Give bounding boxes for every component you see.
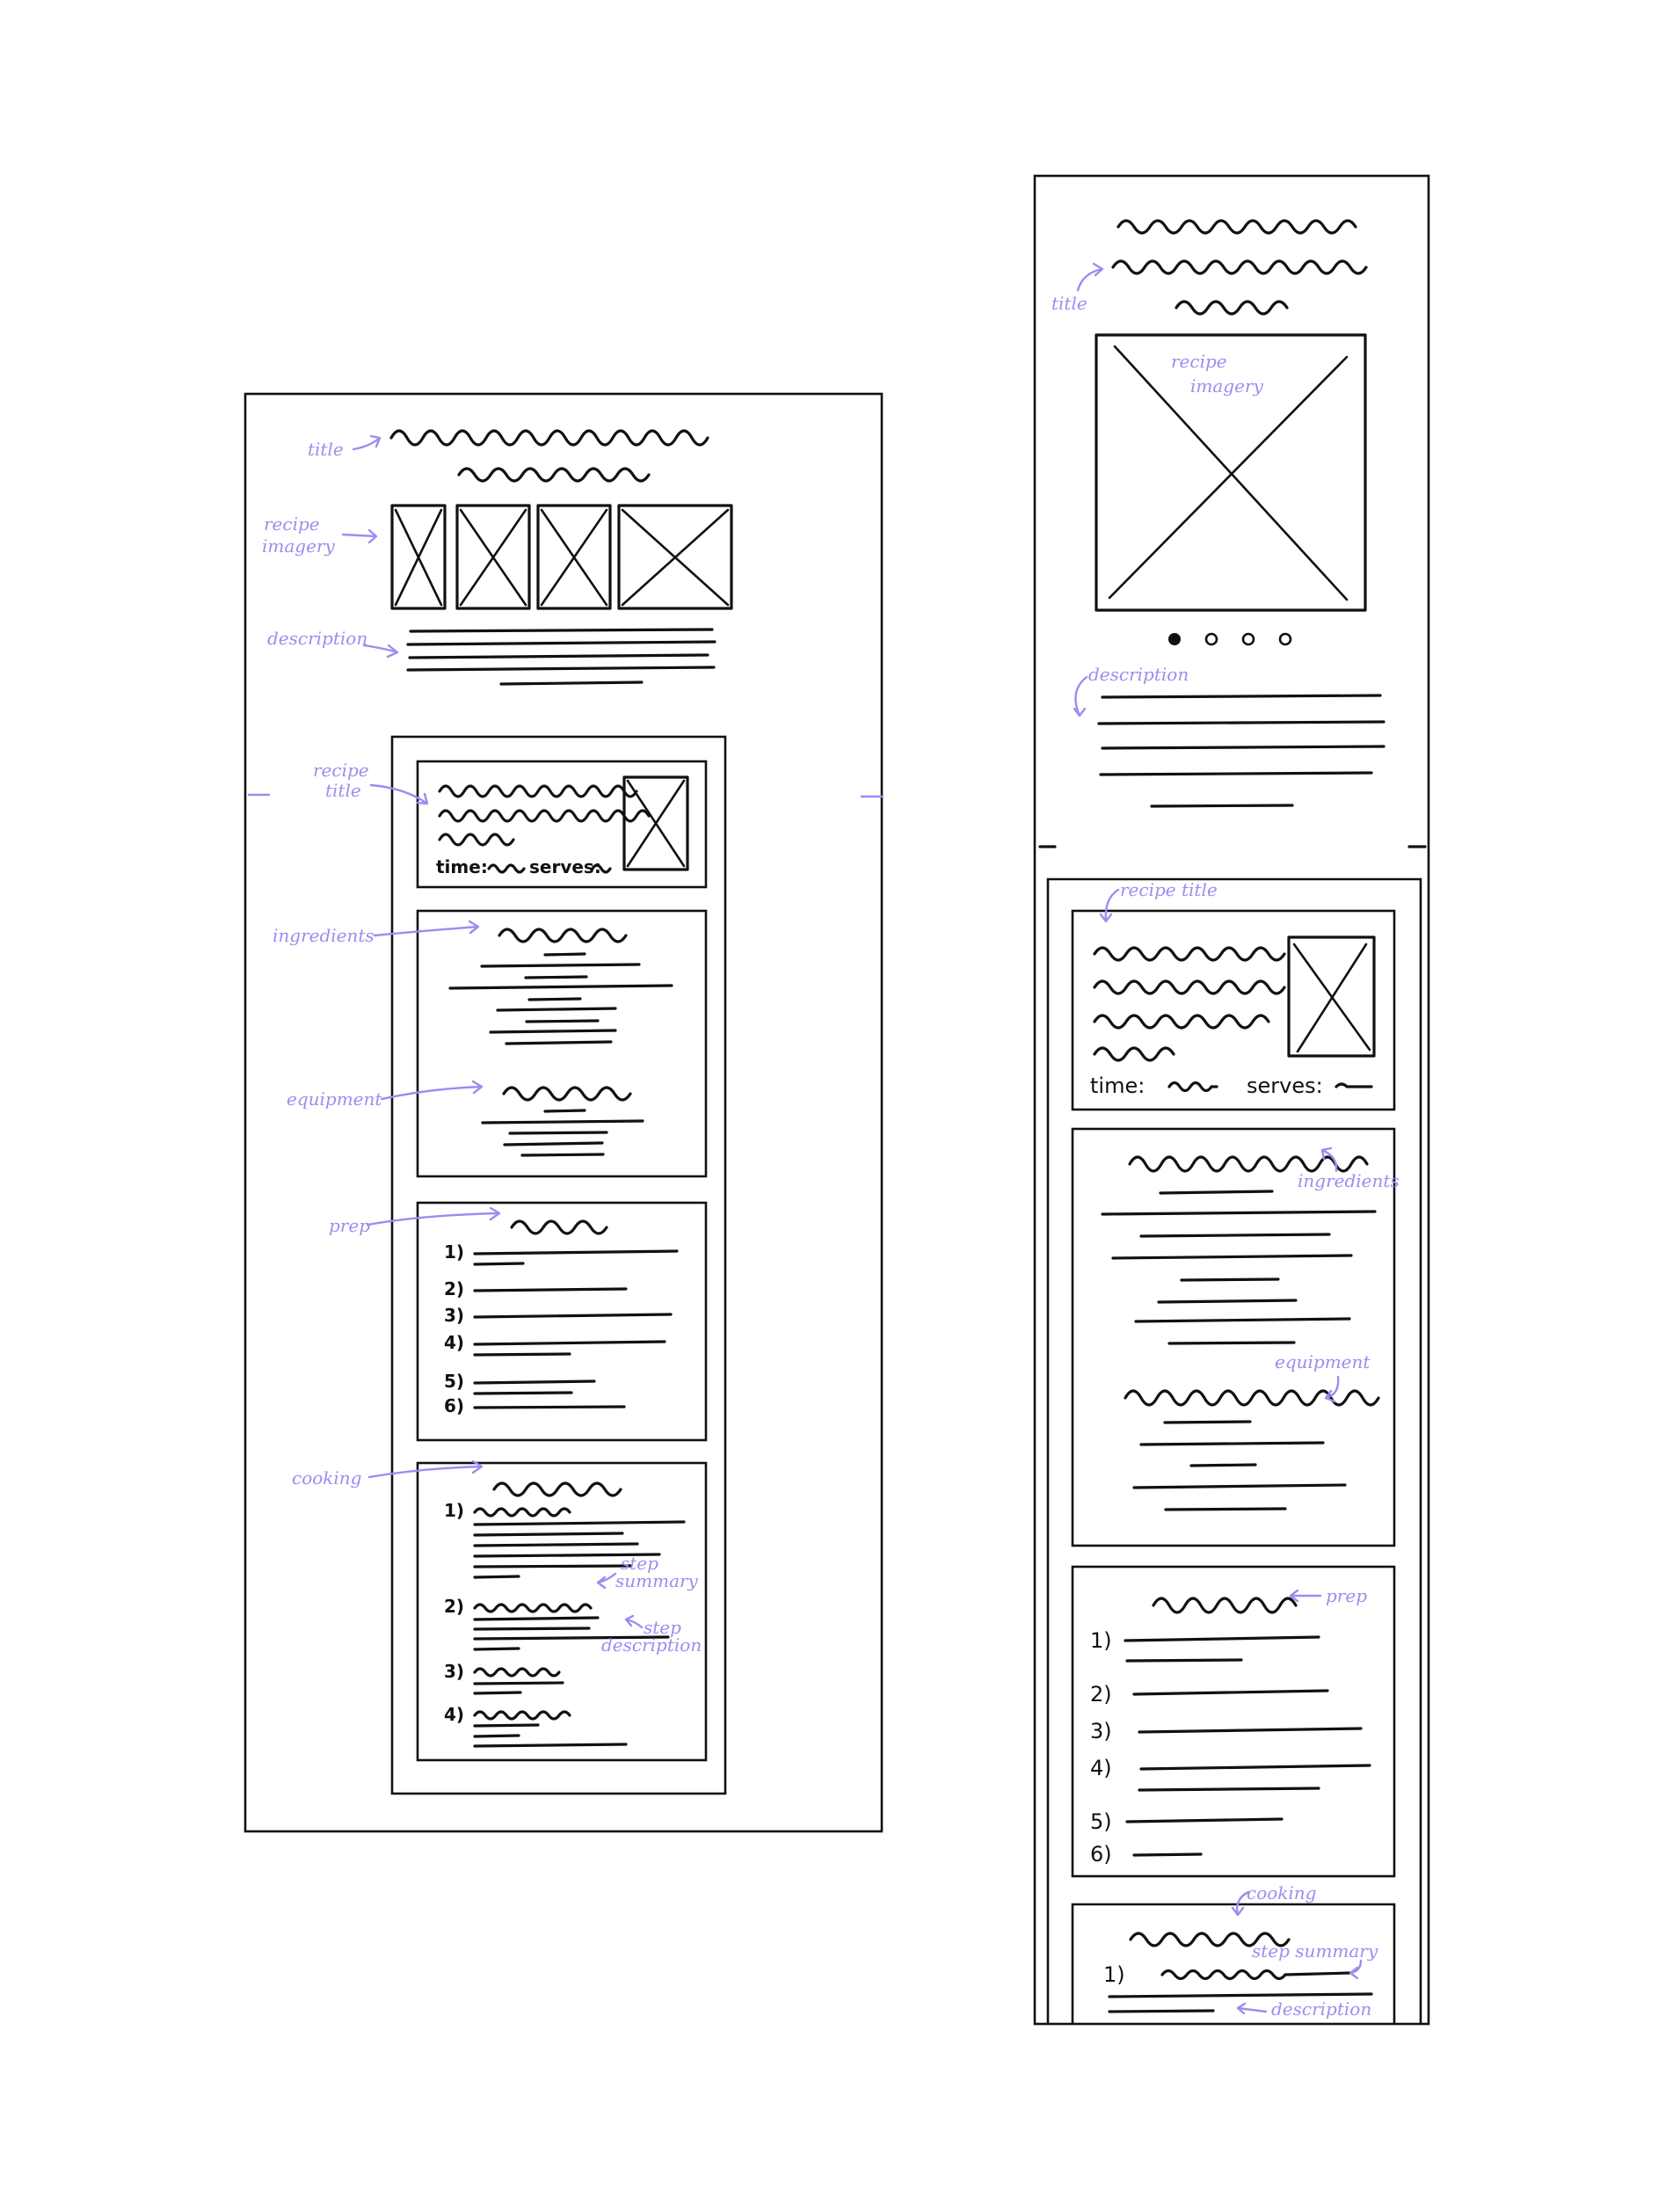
annotation-recipe-title: recipe title (1120, 879, 1218, 900)
image-placeholder (455, 504, 531, 610)
annotation-description: description (1088, 664, 1189, 685)
mobile-title-squiggle (1116, 219, 1357, 235)
prep-step-number: 3) (1090, 1719, 1112, 1743)
prep-step-number: 4) (444, 1332, 464, 1353)
annotation-description: description (267, 628, 367, 649)
annotation-cooking: cooking (1247, 1882, 1316, 1903)
prep-step-number: 6) (444, 1395, 464, 1416)
image-placeholder (536, 504, 612, 610)
desktop-wireframe: time: serves: (244, 392, 884, 1833)
desktop-recipe-container (390, 735, 727, 1795)
mobile-page-frame (1033, 174, 1430, 2026)
prep-step-number: 1) (1090, 1628, 1112, 1653)
cooking-step-number: 2) (444, 1596, 464, 1617)
annotation-recipe-title-2: title (325, 780, 361, 801)
mobile-cooking-card: 1) (1071, 1903, 1396, 2024)
mobile-recipe-container (1046, 877, 1422, 2024)
mobile-recipe-imagery (1095, 333, 1367, 612)
annotation-cooking: cooking (292, 1467, 361, 1488)
annotation-step-summary-2: summary (615, 1570, 699, 1591)
annotation-description-2: description (1271, 1998, 1371, 2020)
time-label: time: (436, 856, 488, 877)
serves-label: serves: (1247, 1074, 1323, 1098)
equipment-heading-squiggle (502, 1086, 632, 1102)
prep-step-number: 5) (1090, 1809, 1112, 1834)
annotation-step-description-2: description (601, 1634, 702, 1656)
carousel-dot[interactable] (1204, 632, 1218, 646)
annotation-recipe-imagery-1: recipe (1171, 351, 1227, 372)
desktop-prep-card: 1) 2) 3) 4) 5) 6) (416, 1201, 708, 1442)
prep-step-number: 3) (444, 1305, 464, 1326)
prep-step-number: 2) (1090, 1682, 1112, 1707)
annotation-title: title (308, 439, 344, 460)
annotation-step-description-1: step (644, 1617, 681, 1638)
image-placeholder (1095, 333, 1367, 612)
carousel-dot[interactable] (1241, 632, 1255, 646)
time-label: time: (1090, 1074, 1145, 1098)
mobile-annotations: title recipe imagery description recipe … (1051, 262, 1400, 2020)
mobile-ingredients-card (1071, 1127, 1396, 1547)
annotation-recipe-title-1: recipe (313, 760, 369, 781)
desktop-page-frame (244, 392, 884, 1833)
annotation-step-summary: step summary (1252, 1940, 1378, 1961)
cooking-step-number: 3) (444, 1661, 464, 1682)
mobile-carousel-dots (1168, 632, 1292, 646)
prep-step-number: 1) (444, 1241, 464, 1263)
desktop-subtitle-squiggle (457, 467, 651, 483)
image-placeholder (1287, 935, 1376, 1058)
mobile-description-lines (1097, 694, 1385, 808)
prep-step-number: 2) (444, 1278, 464, 1299)
annotation-step-summary-1: step (621, 1553, 658, 1574)
serves-label: serves: (529, 856, 601, 877)
annotation-ingredients: ingredients (273, 925, 375, 946)
cooking-step-number: 1) (444, 1500, 464, 1521)
carousel-dot[interactable] (1278, 632, 1292, 646)
annotation-recipe-imagery-2: imagery (1190, 375, 1263, 397)
annotation-recipe-imagery-2: imagery (262, 535, 335, 557)
annotation-equipment: equipment (287, 1088, 382, 1110)
annotation-equipment: equipment (1275, 1351, 1371, 1372)
mobile-recipe-title-card: time: serves: (1071, 909, 1396, 1111)
desktop-annotations: title recipe imagery description recipe … (262, 434, 702, 1656)
prep-step-number: 4) (1090, 1756, 1112, 1780)
prep-step-number: 5) (444, 1371, 464, 1392)
image-placeholder (390, 504, 447, 610)
image-placeholder (622, 775, 689, 871)
desktop-cooking-card: 1) 2) 3) 4) (416, 1461, 708, 1762)
annotation-prep: prep (1326, 1585, 1367, 1606)
desktop-ingredients-card (416, 909, 708, 1178)
annotation-prep: prep (329, 1215, 370, 1236)
cooking-step-number: 4) (444, 1704, 464, 1725)
annotation-recipe-imagery-1: recipe (264, 513, 320, 535)
mobile-prep-card: 1) 2) 3) 4) 5) 6) (1071, 1565, 1396, 1878)
desktop-description-lines (406, 628, 716, 686)
annotation-title: title (1051, 293, 1087, 314)
annotation-ingredients: ingredients (1298, 1170, 1400, 1191)
image-placeholder (617, 504, 733, 610)
mobile-wireframe: time: serves: 1) (1033, 174, 1430, 2026)
equipment-heading-squiggle (1124, 1389, 1380, 1407)
prep-step-number: 6) (1090, 1842, 1112, 1867)
cooking-step-number: 1) (1103, 1962, 1125, 1987)
mobile-title-squiggle-2 (1111, 259, 1368, 275)
desktop-title-squiggle (389, 429, 709, 447)
desktop-recipe-imagery (390, 504, 733, 610)
carousel-dot-active[interactable] (1168, 633, 1181, 645)
desktop-recipe-title-card: time: serves: (416, 760, 708, 889)
mobile-subtitle-squiggle (1175, 300, 1289, 316)
